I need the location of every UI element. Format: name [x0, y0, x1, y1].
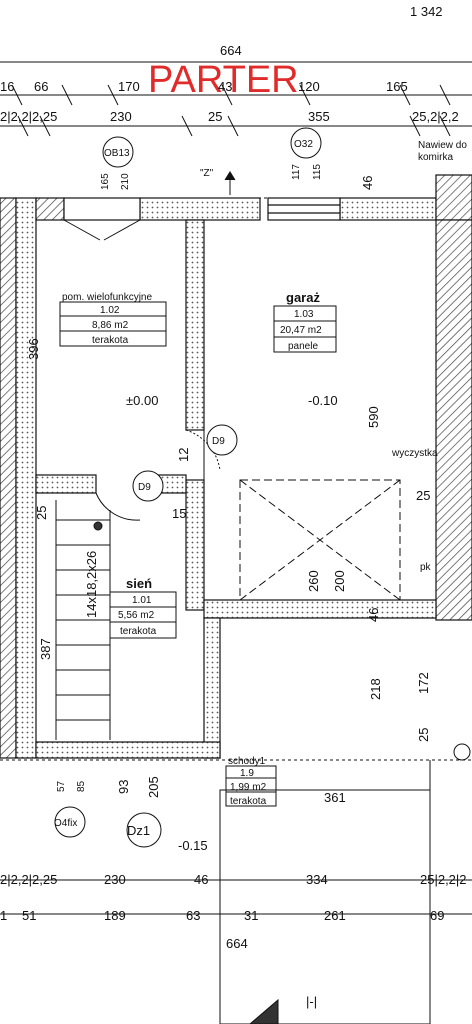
door-marker-d9b: [132, 470, 164, 502]
window-marker-o4fix: [54, 806, 86, 838]
room-number: 1.9: [240, 768, 254, 779]
room-table-wielofunkcyjne: pom. wielofunkcyjne 1.02 8,86 m2 terakot…: [59, 292, 167, 347]
dim-bottom-1: 1: [0, 908, 7, 923]
dim-bottom-total: 664: [226, 936, 248, 951]
north-label: "Z": [200, 168, 214, 179]
dim-bottom-261: 261: [324, 908, 346, 923]
dim-46-top: 46: [360, 176, 375, 190]
level-entrance: -0.15: [178, 838, 208, 853]
dim-25-right: 25: [416, 488, 430, 503]
room-number: 1.02: [100, 305, 120, 316]
room-area: 8,86 m2: [92, 320, 129, 331]
north-arrow-icon: [224, 171, 236, 195]
room-floor: terakota: [120, 626, 157, 637]
dim-bottom-230: 230: [104, 872, 126, 887]
dim-bottom-46: 46: [194, 872, 208, 887]
dim-170: 170: [118, 79, 140, 94]
dim-57: 57: [56, 780, 67, 792]
room-floor: panele: [288, 341, 318, 352]
dim-bottom-69: 69: [430, 908, 444, 923]
dim-bottom-left: 2|2,2|2,25: [0, 872, 57, 887]
label-nawiew: Nawiew do: [418, 140, 467, 151]
dim-355: 355: [308, 109, 330, 124]
room-area: 20,47 m2: [280, 325, 322, 336]
dim-361: 361: [324, 790, 346, 805]
dim-396: 396: [26, 338, 41, 360]
dim-top-right: 1 342: [410, 4, 443, 19]
door-marker-d9a: [206, 424, 238, 456]
room-table-sien: sień 1.01 5,56 m2 terakota: [109, 576, 177, 639]
dim-387: 387: [38, 638, 53, 660]
door-marker-dz1: [126, 812, 162, 848]
dim-93: 93: [116, 780, 131, 794]
dim-stairs: 14x18,2x26: [84, 551, 99, 618]
room-floor: terakota: [230, 796, 267, 807]
dim-total-top: 664: [220, 43, 242, 58]
dim-25: 25: [208, 109, 222, 124]
label-wyczystka: wyczystka: [391, 448, 438, 459]
walls: [0, 174, 472, 759]
marker-o32-label: O32: [294, 139, 313, 150]
garage-car-outline: [239, 479, 401, 601]
room-area: 5,56 m2: [118, 610, 155, 621]
dim-bottom-31: 31: [244, 908, 258, 923]
dim-165: 165: [386, 79, 408, 94]
room-name: schody1: [228, 756, 266, 767]
room-name: pom. wielofunkcyjne: [62, 292, 152, 303]
dim-46-mid: 46: [366, 608, 381, 622]
dim-right-top: 25,2|2,2: [412, 109, 459, 124]
dim-210-small: 210: [120, 173, 131, 190]
plan-title: PARTER: [148, 59, 299, 101]
dim-25-stairs: 25: [34, 506, 49, 520]
room-floor: terakota: [92, 335, 129, 346]
room-table-schody: schody1 1.9 1,99 m2 terakota: [225, 756, 277, 807]
dim-117-small: 117: [291, 164, 302, 180]
room-number: 1.03: [294, 309, 314, 320]
door-label: D9: [212, 436, 225, 447]
door-label: D9: [138, 482, 151, 493]
level-wielofunkcyjne: ±0.00: [126, 393, 158, 408]
dim-bottom-51: 51: [22, 908, 36, 923]
dim-590: 590: [366, 406, 381, 428]
dim-left-top: 2|2,2|2,25: [0, 109, 57, 124]
dim-115-small: 115: [312, 164, 323, 180]
dim-205: 205: [146, 776, 161, 798]
staircase: [55, 500, 111, 740]
dim-200: 200: [332, 570, 347, 592]
dim-120: 120: [298, 79, 320, 94]
room-number: 1.01: [132, 595, 152, 606]
terrace-outline: [0, 743, 472, 1024]
room-name: sień: [126, 576, 152, 591]
door-label: Dz1: [127, 823, 150, 838]
marker-o32: [290, 127, 322, 159]
dim-66: 66: [34, 79, 48, 94]
dim-bottom-63: 63: [186, 908, 200, 923]
dim-bottom-189: 189: [104, 908, 126, 923]
dim-bottom-334: 334: [306, 872, 328, 887]
room-name: garaż: [286, 290, 320, 305]
dim-165-small: 165: [100, 173, 111, 190]
dim-16: 16: [0, 79, 14, 94]
dim-230: 230: [110, 109, 132, 124]
dim-43: 43: [218, 79, 232, 94]
dim-172: 172: [416, 672, 431, 694]
dim-260: 260: [306, 570, 321, 592]
marker-ob13-label: OB13: [104, 148, 130, 159]
room-table-garaz: garaż 1.03 20,47 m2 panele: [273, 290, 337, 353]
section-mark: |-|: [306, 994, 317, 1009]
dim-85: 85: [76, 780, 87, 792]
label-pk: pk: [420, 562, 432, 573]
dim-12: 12: [176, 448, 191, 462]
marker-ob13: [102, 136, 134, 168]
dim-218: 218: [368, 678, 383, 700]
room-area: 1,99 m2: [230, 782, 267, 793]
level-garaz: -0.10: [308, 393, 338, 408]
window-label: O4fix: [54, 818, 77, 829]
dim-15: 15: [172, 506, 186, 521]
dim-bottom-right: 25|2,2|2: [420, 872, 467, 887]
door-swings: [63, 219, 221, 521]
dim-25-lower: 25: [416, 728, 431, 742]
label-komirka: komirka: [418, 152, 453, 163]
